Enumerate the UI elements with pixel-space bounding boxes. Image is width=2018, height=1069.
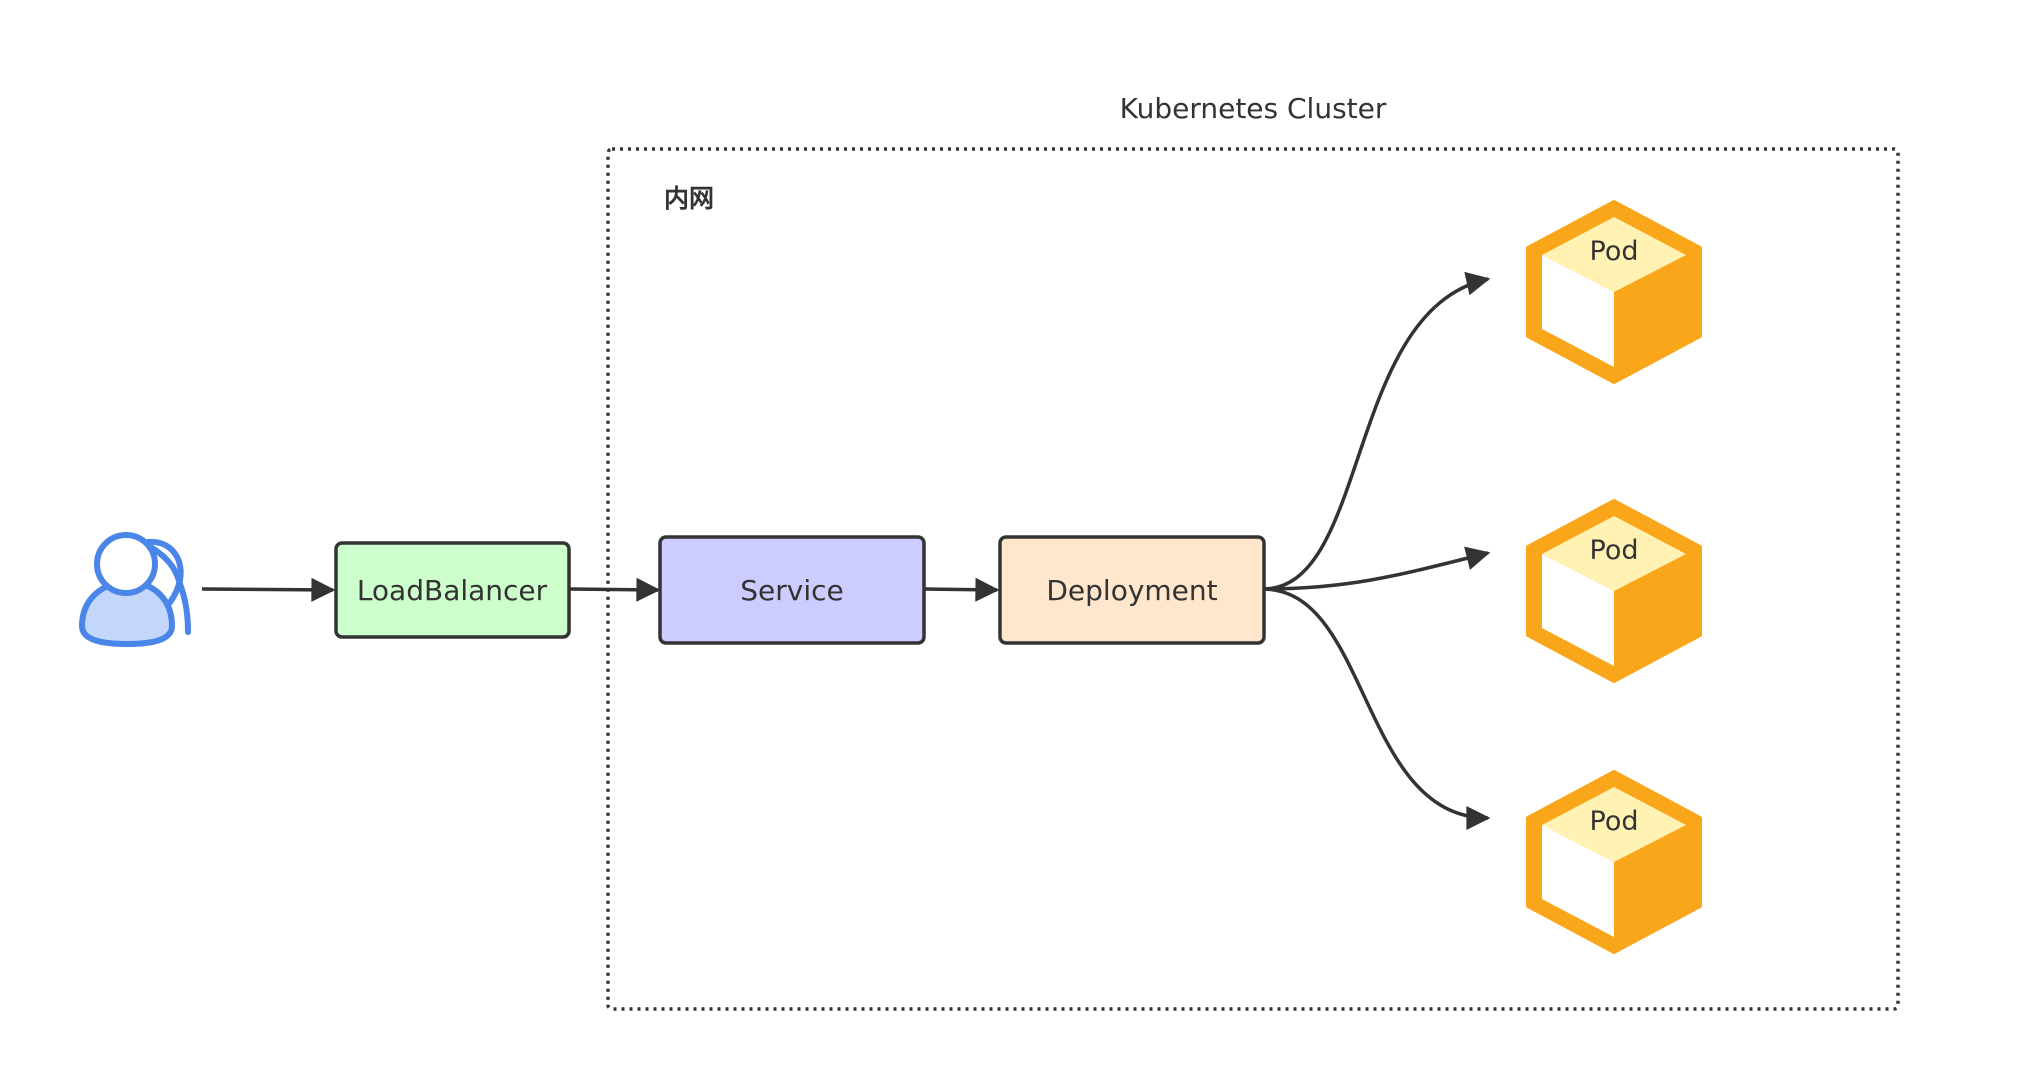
loadbalancer-label: LoadBalancer [357,574,548,607]
pod-2[interactable]: Pod [1526,499,1702,683]
arrow-deployment-to-pod-1 [1262,271,1491,591]
deployment-label: Deployment [1046,574,1217,607]
deployment-node[interactable]: Deployment [998,535,1266,645]
service-node[interactable]: Service [658,535,926,645]
pod-label: Pod [1590,806,1639,837]
pod-label: Pod [1590,236,1639,267]
arrow-service-to-deployment [922,577,1000,602]
service-label: Service [740,574,843,607]
users-icon [79,532,191,647]
arrow-deployment-to-pod-3 [1262,587,1491,830]
arrow-deployment-to-pod-2 [1262,546,1491,591]
cluster-boundary [606,147,1900,1011]
cluster-title: Kubernetes Cluster [1120,92,1387,125]
pod-3[interactable]: Pod [1526,770,1702,954]
arrow-user-to-loadbalancer [201,577,336,602]
pod-label: Pod [1590,535,1639,566]
arrow-loadbalancer-to-service [569,577,661,602]
pod-1[interactable]: Pod [1526,200,1702,384]
intranet-label: 内网 [664,184,714,213]
loadbalancer-node[interactable]: LoadBalancer [334,541,571,639]
